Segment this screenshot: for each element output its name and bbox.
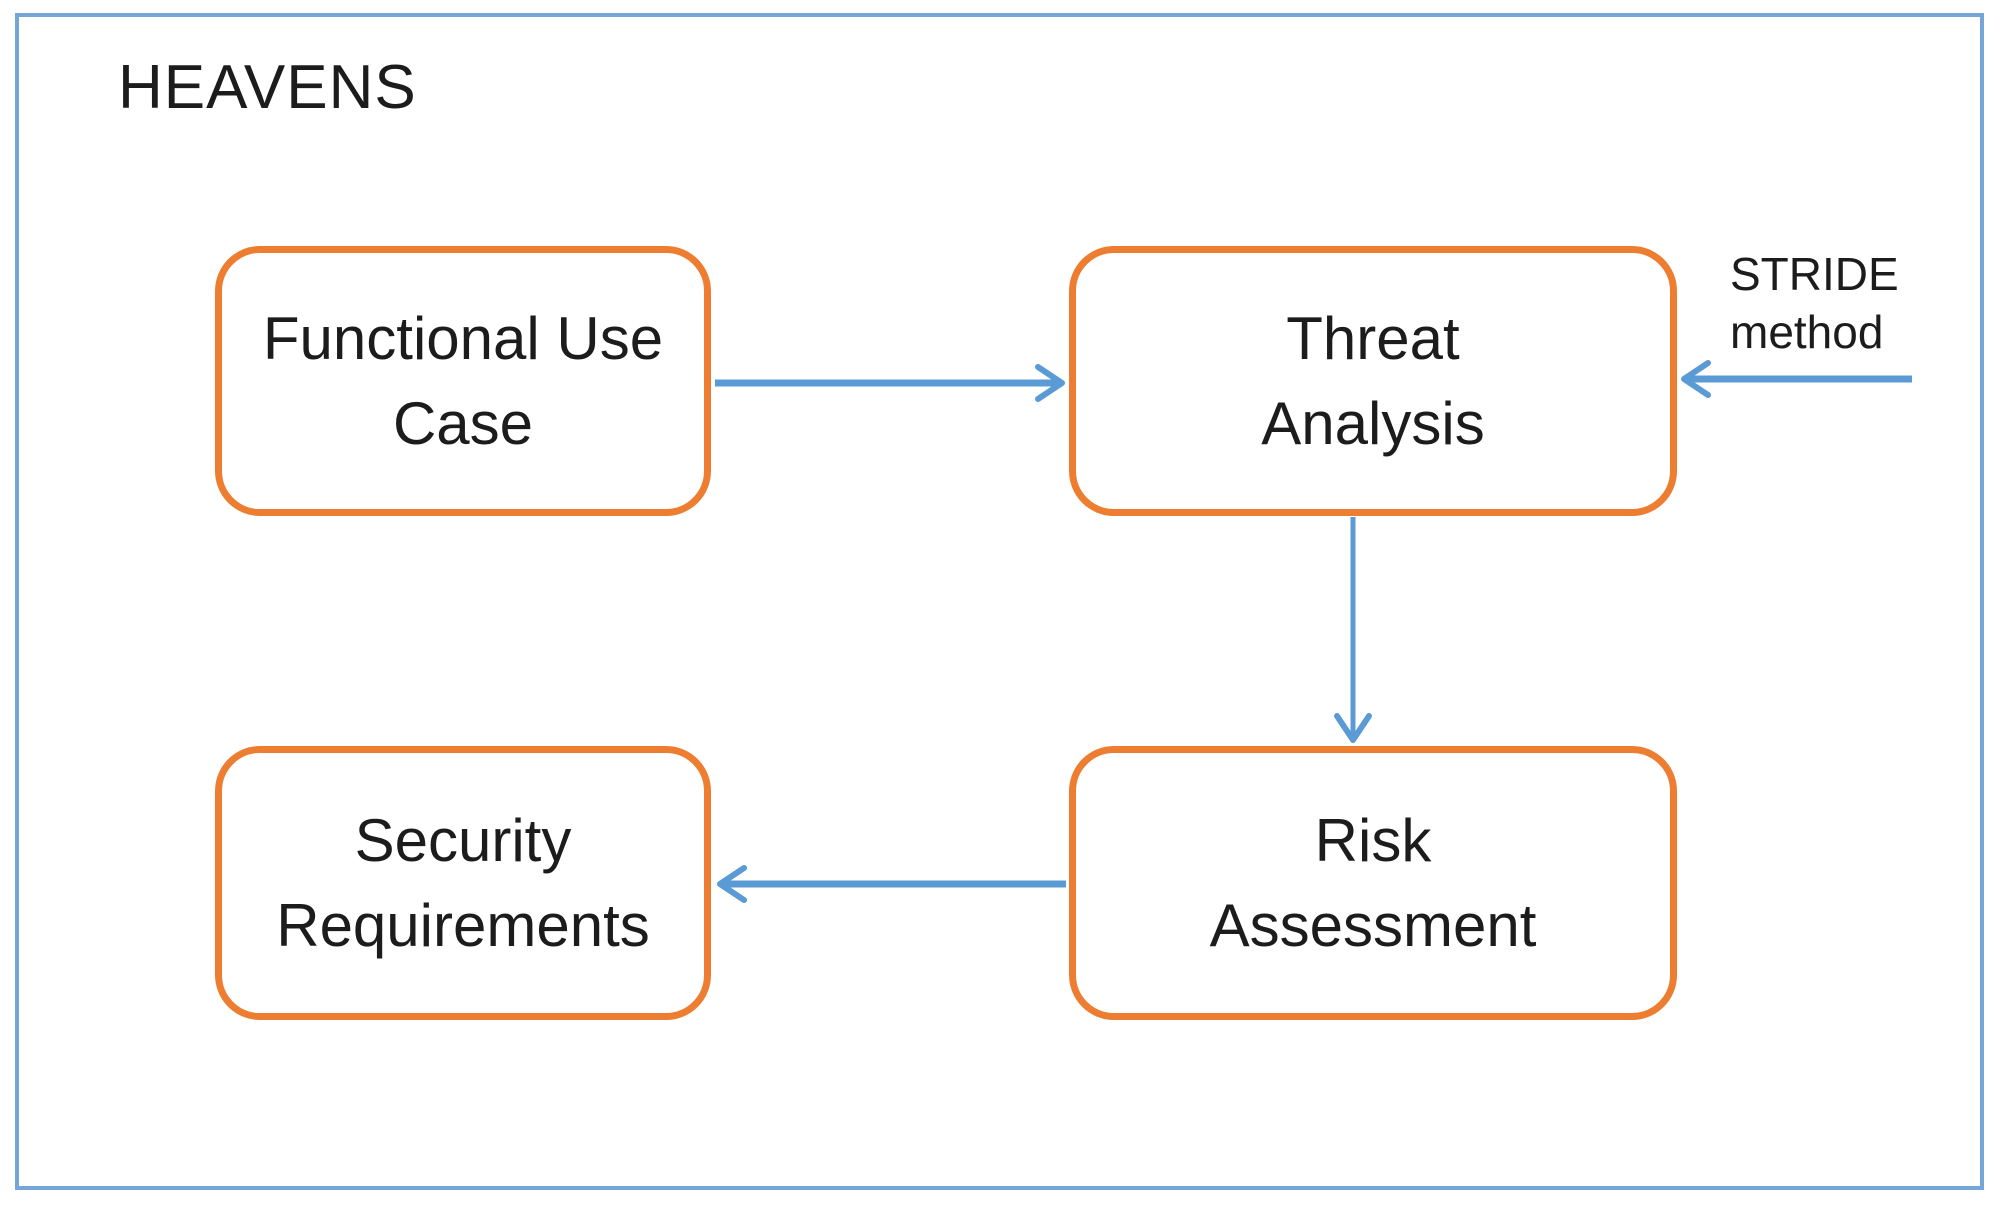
node-functional-use-case-label: Functional Use Case (262, 304, 664, 457)
node-risk-assessment-label: Risk Assessment (1209, 806, 1537, 959)
node-security-requirements: Security Requirements (215, 746, 711, 1020)
node-functional-use-case: Functional Use Case (215, 246, 711, 516)
diagram-title: HEAVENS (118, 53, 417, 122)
stride-method-label: STRIDE method (1730, 248, 1899, 358)
node-security-requirements-label: Security Requirements (276, 806, 650, 959)
node-risk-assessment: Risk Assessment (1069, 746, 1677, 1020)
node-threat-analysis-label: Threat Analysis (1261, 304, 1485, 457)
diagram-frame (15, 13, 1984, 1190)
node-threat-analysis: Threat Analysis (1069, 246, 1677, 516)
